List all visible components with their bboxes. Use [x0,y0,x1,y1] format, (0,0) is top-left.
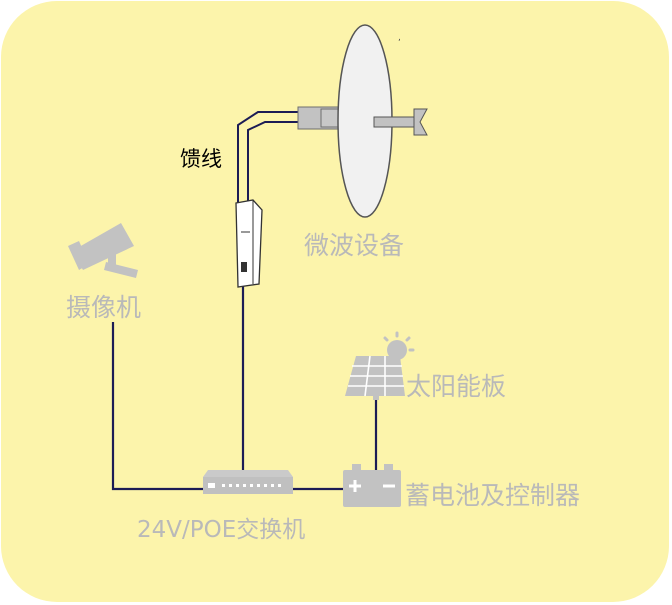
cables [111,285,378,491]
switch-label: 24V/POE交换机 [137,517,306,543]
network-switch-icon [203,470,293,494]
feeder-cable [237,111,300,203]
solar-label: 太阳能板 [406,372,507,401]
battery-label: 蓄电池及控制器 [405,481,581,510]
battery-icon [343,464,401,507]
feeder-label: 馈线 [180,147,222,171]
satellite-dish-icon: , [297,24,428,218]
outdoor-radio-unit-icon [235,199,263,288]
camera-label: 摄像机 [66,293,142,322]
cctv-camera-icon [68,223,138,278]
solar-panel-icon [345,331,415,400]
svg-text:,: , [398,33,401,43]
cable-camera-switch [111,322,204,491]
microwave-label: 微波设备 [304,231,405,260]
